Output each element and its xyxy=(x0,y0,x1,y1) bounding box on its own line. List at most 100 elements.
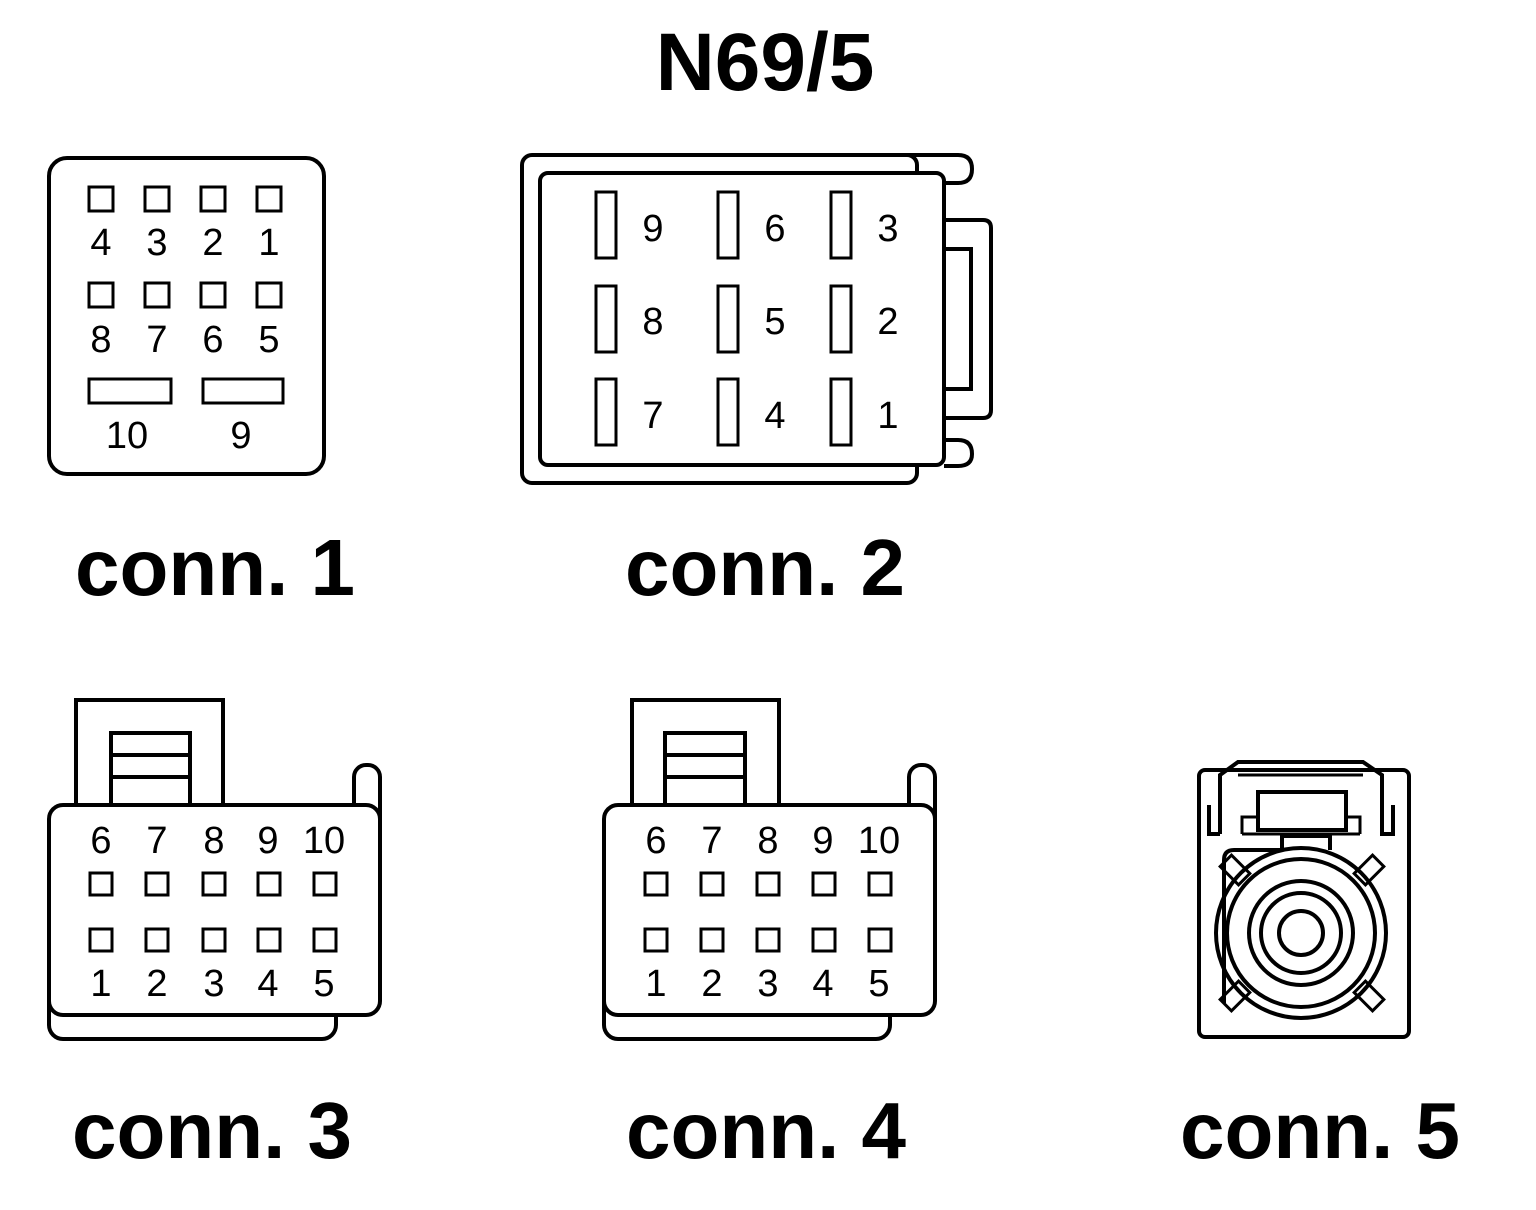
pin-label: 6 xyxy=(202,319,223,361)
connector-4-latch-window xyxy=(663,731,747,808)
connector-3-pin-2 xyxy=(144,927,170,953)
connector-5-outer-ring xyxy=(1214,846,1388,1020)
connector-2-latch xyxy=(944,218,993,420)
connector-1-label: conn. 1 xyxy=(75,523,355,612)
pin-label: 5 xyxy=(258,319,279,361)
connector-4-pins xyxy=(643,871,893,953)
pin-label: 9 xyxy=(812,820,833,862)
connector-3-label: conn. 3 xyxy=(72,1086,352,1175)
pin-label: 9 xyxy=(230,415,251,457)
pin-label: 1 xyxy=(877,395,898,437)
connector-5-latch-left-foot xyxy=(1207,805,1220,836)
connector-3-pin-4 xyxy=(256,927,282,953)
diagram-title: N69/5 xyxy=(656,17,875,108)
pin-label: 7 xyxy=(642,395,663,437)
connector-5-shield-ring xyxy=(1225,857,1377,1009)
connector-2-inner-housing xyxy=(538,171,946,467)
pin-label: 7 xyxy=(701,820,722,862)
connector-2-bottom-tab xyxy=(944,438,975,468)
connector-2-pin-9 xyxy=(594,190,618,260)
connector-3-pin-3 xyxy=(201,927,227,953)
connector-5-shroud-left xyxy=(1222,848,1282,1003)
connector-5-insulator-ring xyxy=(1259,891,1343,975)
connector-3-pin-1 xyxy=(88,927,114,953)
pin-label: 5 xyxy=(764,301,785,343)
connector-4-pin-5 xyxy=(867,927,893,953)
connector-5-latch-window xyxy=(1256,790,1348,832)
pin-label: 6 xyxy=(645,820,666,862)
pin-label: 10 xyxy=(303,820,345,862)
connector-5-housing xyxy=(1197,768,1411,1039)
pin-label: 6 xyxy=(90,820,111,862)
pin-label: 1 xyxy=(258,222,279,264)
connector-3-pin-8 xyxy=(201,871,227,897)
connector-4-pin-4 xyxy=(811,927,837,953)
pin-label: 1 xyxy=(90,963,111,1005)
connector-4-pin-labels: 6 7 8 9 10 1 2 3 4 5 xyxy=(645,820,900,1005)
connector-4: 6 7 8 9 10 1 2 3 4 5 conn. 4 xyxy=(602,698,937,1175)
connector-1-pin-5 xyxy=(255,281,283,309)
connector-3: 6 7 8 9 10 1 2 3 4 5 conn. 3 xyxy=(47,698,382,1175)
pin-label: 4 xyxy=(90,222,111,264)
pin-label: 4 xyxy=(812,963,833,1005)
connector-4-pin-3 xyxy=(755,927,781,953)
connector-3-pin-6 xyxy=(88,871,114,897)
connector-5-latch-step xyxy=(1346,815,1362,834)
connector-2-pin-8 xyxy=(594,284,618,354)
pin-label: 8 xyxy=(642,301,663,343)
connector-5-label: conn. 5 xyxy=(1180,1086,1460,1175)
pin-label: 10 xyxy=(858,820,900,862)
connector-4-pin-7 xyxy=(699,871,725,897)
pin-label: 3 xyxy=(757,963,778,1005)
connector-3-pin-10 xyxy=(312,871,338,897)
pin-label: 3 xyxy=(877,208,898,250)
connector-2-top-tab xyxy=(905,153,975,185)
pin-label: 8 xyxy=(757,820,778,862)
connector-1: 4 3 2 1 8 7 6 5 10 9 conn. 1 xyxy=(47,156,355,612)
connector-3-latch-window xyxy=(109,731,192,808)
pin-label: 5 xyxy=(313,963,334,1005)
pin-label: 2 xyxy=(701,963,722,1005)
connector-2-pin-2 xyxy=(829,284,853,354)
connector-2-pin-6 xyxy=(716,190,740,260)
pin-label: 5 xyxy=(868,963,889,1005)
connector-4-pin-10 xyxy=(867,871,893,897)
pin-label: 1 xyxy=(645,963,666,1005)
connector-4-pin-6 xyxy=(643,871,669,897)
connector-3-front-face xyxy=(47,803,382,1017)
pin-label: 3 xyxy=(203,963,224,1005)
pin-label: 8 xyxy=(203,820,224,862)
connector-5-center-contact xyxy=(1277,909,1325,957)
connector-5: conn. 5 xyxy=(1180,760,1460,1175)
connector-3-pins xyxy=(88,871,338,953)
connector-1-pin-8 xyxy=(87,281,115,309)
connector-4-front-face xyxy=(602,803,937,1017)
connector-1-pin-1 xyxy=(255,185,283,213)
connector-4-label: conn. 4 xyxy=(626,1086,907,1175)
pin-label: 2 xyxy=(202,222,223,264)
connector-3-pin-labels: 6 7 8 9 10 1 2 3 4 5 xyxy=(90,820,345,1005)
connector-1-housing xyxy=(47,156,326,476)
pin-label: 6 xyxy=(764,208,785,250)
pin-label: 4 xyxy=(764,395,785,437)
connector-4-pin-9 xyxy=(811,871,837,897)
connector-2-pin-4 xyxy=(716,377,740,447)
connector-2-pin-5 xyxy=(716,284,740,354)
connector-3-pin-5 xyxy=(312,927,338,953)
pin-label: 2 xyxy=(877,301,898,343)
connector-5-latch-outline xyxy=(1218,760,1395,836)
pin-label: 10 xyxy=(106,415,148,457)
pin-label: 7 xyxy=(146,319,167,361)
connector-3-pin-7 xyxy=(144,871,170,897)
pin-label: 4 xyxy=(257,963,278,1005)
pin-label: 8 xyxy=(90,319,111,361)
connector-1-pin-6 xyxy=(199,281,227,309)
connector-2-pin-7 xyxy=(594,377,618,447)
connector-5-latch-step xyxy=(1240,815,1258,834)
pin-label: 9 xyxy=(642,208,663,250)
pin-label: 9 xyxy=(257,820,278,862)
connector-5-neck xyxy=(1280,834,1332,850)
pin-label: 3 xyxy=(146,222,167,264)
connector-5-key-tab xyxy=(1352,979,1386,1013)
